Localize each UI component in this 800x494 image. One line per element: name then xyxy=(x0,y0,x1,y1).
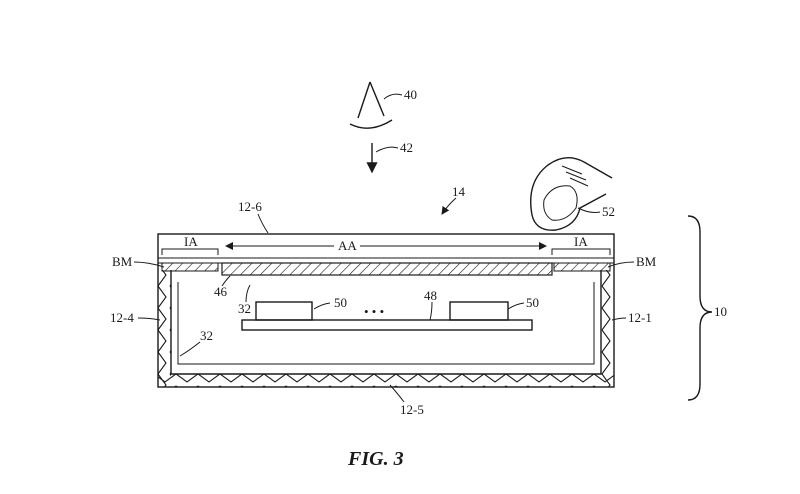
display-layer xyxy=(221,262,553,276)
cover-layer xyxy=(157,257,615,264)
label-device: 10 xyxy=(714,304,727,319)
label-housing-top: 12-6 xyxy=(238,199,262,214)
label-housing-bottom: 12-5 xyxy=(400,402,424,417)
leader-bm-right xyxy=(607,261,635,268)
leader-32b xyxy=(179,341,201,357)
label-viewer: 40 xyxy=(404,87,417,102)
label-inactive-left: IA xyxy=(184,234,198,249)
leader-50b xyxy=(507,302,525,310)
device-brace xyxy=(687,215,713,401)
leader-housing-top xyxy=(257,213,269,234)
leader-12-5 xyxy=(389,384,405,403)
component-right xyxy=(449,301,509,321)
inactive-bracket-right xyxy=(551,248,611,255)
component-left xyxy=(255,301,313,321)
label-view-direction: 42 xyxy=(400,140,413,155)
label-layer-32a: 32 xyxy=(238,301,251,316)
label-active-area: AA xyxy=(338,238,357,253)
leader-50a xyxy=(313,302,331,310)
label-inactive-right: IA xyxy=(574,234,588,249)
label-layer-32b: 32 xyxy=(200,328,213,343)
leader-32a xyxy=(245,284,251,303)
label-component-left: 50 xyxy=(334,295,347,310)
leader-48 xyxy=(429,301,433,321)
label-border-mask-left: BM xyxy=(112,254,133,269)
figure-caption: FIG. 3 xyxy=(347,448,404,470)
border-mask-left xyxy=(161,262,219,272)
label-finger: 52 xyxy=(602,204,615,219)
ellipsis-components: • • • xyxy=(364,304,384,319)
label-housing-right: 12-1 xyxy=(628,310,652,325)
border-mask-right xyxy=(553,262,611,272)
circuit-board xyxy=(241,319,533,331)
viewer-eye-icon xyxy=(349,81,403,129)
label-display-layer: 46 xyxy=(214,284,228,299)
view-direction-arrow xyxy=(366,143,399,174)
leader-bm-left xyxy=(133,261,165,268)
label-component-right: 50 xyxy=(526,295,539,310)
label-border-mask-right: BM xyxy=(636,254,657,269)
leader-12-1 xyxy=(611,317,627,321)
label-device-ref: 14 xyxy=(452,184,466,199)
housing-walls xyxy=(158,270,614,387)
label-housing-left: 12-4 xyxy=(110,310,134,325)
leader-12-4 xyxy=(137,317,161,321)
finger-icon xyxy=(530,157,613,231)
leader-46 xyxy=(221,275,231,287)
label-board: 48 xyxy=(424,288,437,303)
device-ref-arrow xyxy=(441,197,457,215)
inactive-bracket-left xyxy=(161,248,219,255)
